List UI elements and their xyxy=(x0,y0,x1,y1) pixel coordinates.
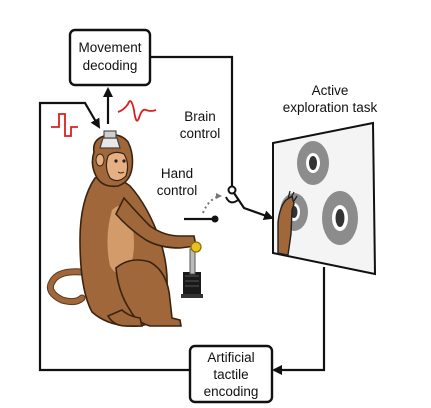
hand-control-dotted-arrowhead xyxy=(216,193,222,199)
hand-control-label-line1: Hand xyxy=(161,166,193,181)
left-feedback-line xyxy=(38,101,190,372)
stimulation-pulse-icon xyxy=(51,113,78,137)
brain-control-line xyxy=(150,55,234,190)
active-exploration-label-line2: exploration task xyxy=(283,100,378,115)
neural-implant-icon xyxy=(99,137,121,149)
target-top xyxy=(297,141,329,185)
artificial-tactile-encoding-box: Artificial tactile encoding xyxy=(188,344,274,404)
screen-to-encoding-line xyxy=(272,267,326,375)
monkey-illustration xyxy=(46,130,197,328)
movement-decoding-line2: decoding xyxy=(83,58,138,73)
spike-waveform-icon xyxy=(117,100,157,122)
movement-decoding-box: Movement decoding xyxy=(68,28,152,87)
monkey-foot xyxy=(106,309,144,327)
encoding-line1: Artificial xyxy=(207,350,254,365)
movement-decoding-line1: Movement xyxy=(78,40,141,55)
switch-node-hand xyxy=(211,215,219,223)
encoding-line3: encoding xyxy=(204,384,259,399)
switch-contact xyxy=(225,196,239,204)
target-right xyxy=(322,191,358,245)
brain-control-label-line2: control xyxy=(180,126,221,141)
encoding-line2: tactile xyxy=(213,367,248,382)
monkey-leg xyxy=(115,259,182,327)
hand-control-label-line2: control xyxy=(157,183,198,198)
feedback-loop-lines xyxy=(38,55,326,375)
active-exploration-label-line1: Active xyxy=(312,83,349,98)
monkey-face xyxy=(105,151,129,182)
switch-output-line xyxy=(231,189,274,221)
joystick-icon xyxy=(181,241,203,298)
exploration-display xyxy=(272,121,377,276)
virtual-arm-icon xyxy=(277,190,298,256)
switch-node-brain xyxy=(227,185,237,195)
brain-control-label-line1: Brain xyxy=(184,109,216,124)
